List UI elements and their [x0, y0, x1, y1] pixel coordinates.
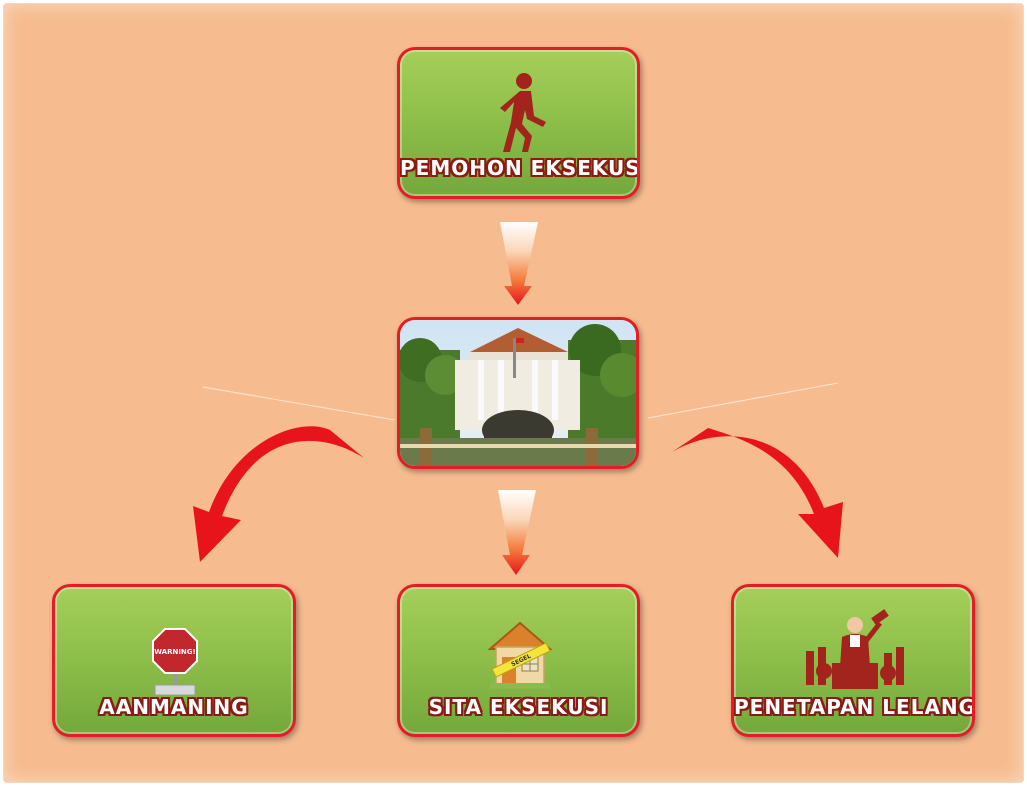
- warning-stop-sign-icon: WARNING!: [152, 628, 198, 696]
- penetapan-lelang-node[interactable]: PENETAPAN LELANG: [731, 584, 975, 737]
- aanmaning-node[interactable]: WARNING! AANMANING: [52, 584, 296, 737]
- house-with-seal-tape-icon: SEGEL: [487, 621, 553, 689]
- courthouse-photo: [400, 320, 636, 466]
- pemohon-eksekusi-node[interactable]: PEMOHON EKSEKUSI: [397, 47, 640, 199]
- sita-eksekusi-label: SITA EKSEKUSI: [428, 695, 609, 719]
- penetapan-lelang-label: PENETAPAN LELANG: [734, 695, 975, 719]
- auctioneer-gavel-icon: [806, 609, 904, 689]
- sita-eksekusi-node[interactable]: SEGEL SITA EKSEKUSI: [397, 584, 640, 737]
- walking-person-icon: [500, 73, 546, 152]
- aanmaning-label: AANMANING: [99, 695, 249, 719]
- warning-sign-text: WARNING!: [154, 648, 195, 656]
- courthouse-photo-node[interactable]: [397, 317, 639, 469]
- pemohon-eksekusi-label: PEMOHON EKSEKUSI: [400, 156, 640, 180]
